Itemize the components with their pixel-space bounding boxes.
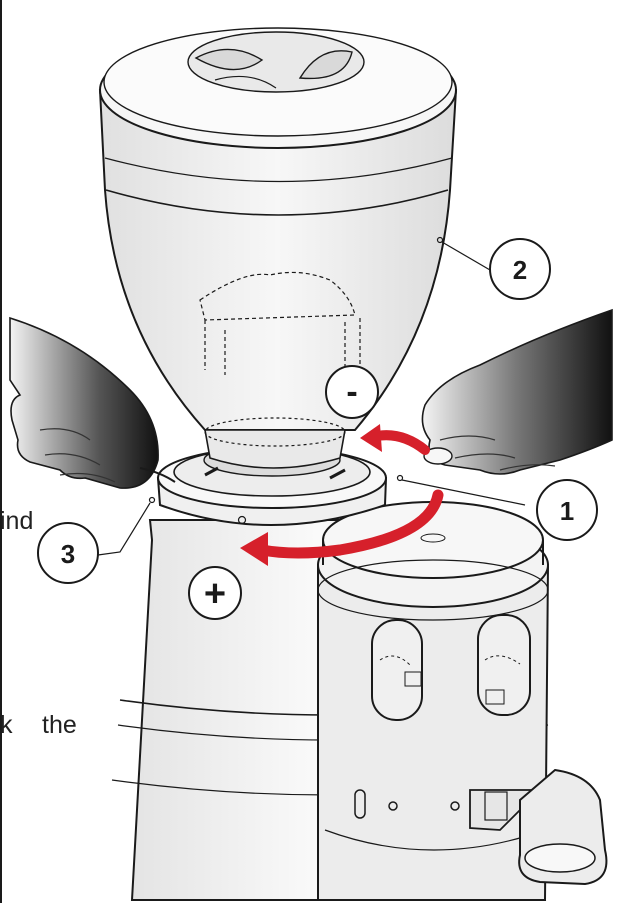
callout-3: 3 [37,522,99,584]
right-hand [421,308,613,475]
adjustment-ring [156,417,388,526]
callout-3-label: 3 [61,539,75,569]
callout-1-label: 1 [560,496,574,526]
rotation-arrows [240,424,444,566]
minus-symbol: - [346,373,357,411]
callout-2-label: 2 [513,255,527,285]
callout-2: 2 [489,238,551,300]
text-fragment-k: k [0,711,13,739]
arrow-head-plus [240,532,268,566]
left-hand [9,316,176,489]
text-fragment-ind: ind [0,507,34,535]
arrow-head-minus [360,424,382,452]
plus-marker: + [188,566,242,620]
callout-leaders [97,236,526,556]
doser-canister [317,501,550,901]
bean-hopper [98,27,458,431]
text-fragment-the: the [42,711,77,739]
left-margin-rule [0,0,2,903]
plus-symbol: + [204,573,226,615]
portafilter-fork [469,768,608,886]
callout-1: 1 [536,479,598,541]
minus-marker: - [325,365,379,419]
